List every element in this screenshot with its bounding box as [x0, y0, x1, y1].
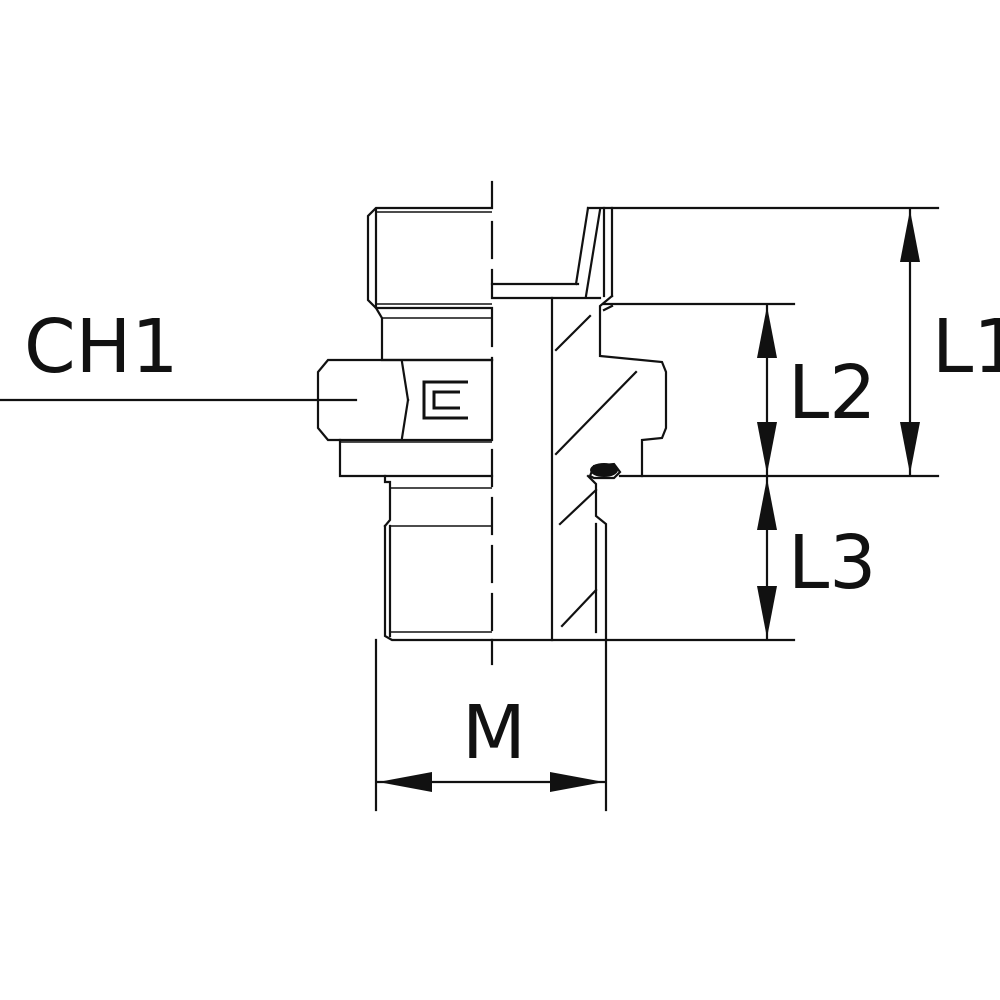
arrow-up-icon	[757, 306, 777, 358]
o-ring-icon	[590, 463, 618, 477]
dimension-l2	[757, 304, 777, 476]
fitting-outer-half	[316, 206, 494, 642]
dimension-m	[376, 772, 606, 792]
arrow-up-icon	[900, 210, 920, 262]
arrow-up-icon	[757, 478, 777, 530]
arrow-down-icon	[757, 586, 777, 638]
label-l2: L2	[788, 350, 876, 436]
label-m: M	[462, 690, 526, 776]
fitting-section-half	[490, 206, 668, 642]
arrow-right-icon	[550, 772, 604, 792]
label-ch1: CH1	[24, 304, 178, 390]
dimension-l1	[900, 208, 920, 476]
arrow-down-icon	[900, 422, 920, 474]
dimension-l3	[757, 476, 777, 640]
label-l1: L1	[932, 304, 1000, 390]
arrow-down-icon	[757, 422, 777, 474]
arrow-left-icon	[378, 772, 432, 792]
label-l3: L3	[788, 520, 876, 606]
manufacturer-logo-icon	[422, 380, 468, 420]
extension-lines	[374, 206, 940, 812]
